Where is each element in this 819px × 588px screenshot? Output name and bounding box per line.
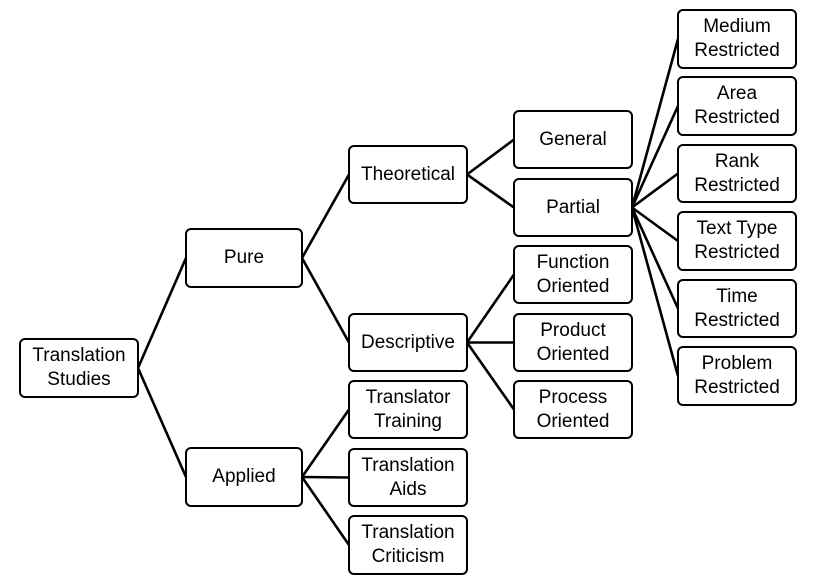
node-label-line-1: Pure xyxy=(223,247,265,268)
connector-partial-to-text_type_restricted xyxy=(631,206,679,243)
node-label-line-1: Medium xyxy=(703,16,771,37)
node-label-line-1: Translation xyxy=(32,345,126,366)
node-label-line-2: Oriented xyxy=(536,275,610,297)
node-general: General xyxy=(513,110,633,169)
node-label-line-1: Applied xyxy=(212,466,276,487)
node-label-line-2: Restricted xyxy=(694,309,780,331)
node-label-line-1: Theoretical xyxy=(361,163,455,185)
connector-pure-to-theoretical xyxy=(300,173,351,259)
node-label-line-2: Training xyxy=(374,410,442,432)
connector-root-to-applied xyxy=(136,367,188,478)
node-label-line-1: Product xyxy=(540,319,606,341)
node-label-line-1: Partial xyxy=(546,196,600,218)
node-label-line-2: Studies xyxy=(47,369,111,390)
node-label-line-1: Translator xyxy=(365,386,451,408)
node-partial: Partial xyxy=(513,178,633,237)
connector-root-to-pure xyxy=(136,257,188,369)
node-label-line-2: Restricted xyxy=(694,242,780,263)
node-applied: Applied xyxy=(185,447,303,507)
connector-applied-to-translation_criticism xyxy=(300,476,351,546)
node-label-line-1: Time xyxy=(716,285,758,307)
connector-applied-to-translator_training xyxy=(300,408,351,478)
node-label-line-2: Aids xyxy=(389,478,427,500)
connector-pure-to-descriptive xyxy=(300,257,351,344)
connector-partial-to-time_restricted xyxy=(630,206,680,310)
node-label-line-1: Descriptive xyxy=(361,331,455,353)
connector-theoretical-to-partial xyxy=(466,173,515,209)
node-label-line-1: General xyxy=(539,128,607,150)
node-label-line-2: Oriented xyxy=(536,343,610,365)
connector-theoretical-to-general xyxy=(466,138,515,176)
node-label-line-1: Text Type xyxy=(696,218,778,239)
connector-descriptive-to-function_oriented xyxy=(465,273,516,344)
node-label-line-2: Criticism xyxy=(371,546,445,567)
node-theoretical: Theoretical xyxy=(348,145,468,204)
node-pure: Pure xyxy=(185,228,303,288)
node-label-line-1: Translation xyxy=(361,522,455,543)
node-label-line-1: Function xyxy=(536,251,610,273)
node-label-line-1: Rank xyxy=(714,150,760,172)
node-label-line-1: Area xyxy=(716,83,758,104)
node-label-line-2: Restricted xyxy=(694,107,780,128)
node-label-line-2: Restricted xyxy=(694,40,780,61)
node-label-line-1: Translation xyxy=(361,454,455,476)
connector-descriptive-to-process_oriented xyxy=(465,341,516,411)
node-descriptive: Descriptive xyxy=(348,313,468,372)
node-label-line-1: Process xyxy=(538,386,608,408)
connector-partial-to-problem_restricted xyxy=(630,207,680,377)
connector-applied-to-translation_aids xyxy=(301,475,350,479)
node-label-line-2: Restricted xyxy=(694,377,780,398)
node-label-line-2: Oriented xyxy=(536,410,610,432)
node-label-line-1: Problem xyxy=(701,353,773,374)
connector-partial-to-area_restricted xyxy=(630,105,680,209)
connector-partial-to-rank_restricted xyxy=(631,172,679,209)
connector-partial-to-medium_restricted xyxy=(630,38,680,208)
node-label-line-2: Restricted xyxy=(694,174,780,196)
